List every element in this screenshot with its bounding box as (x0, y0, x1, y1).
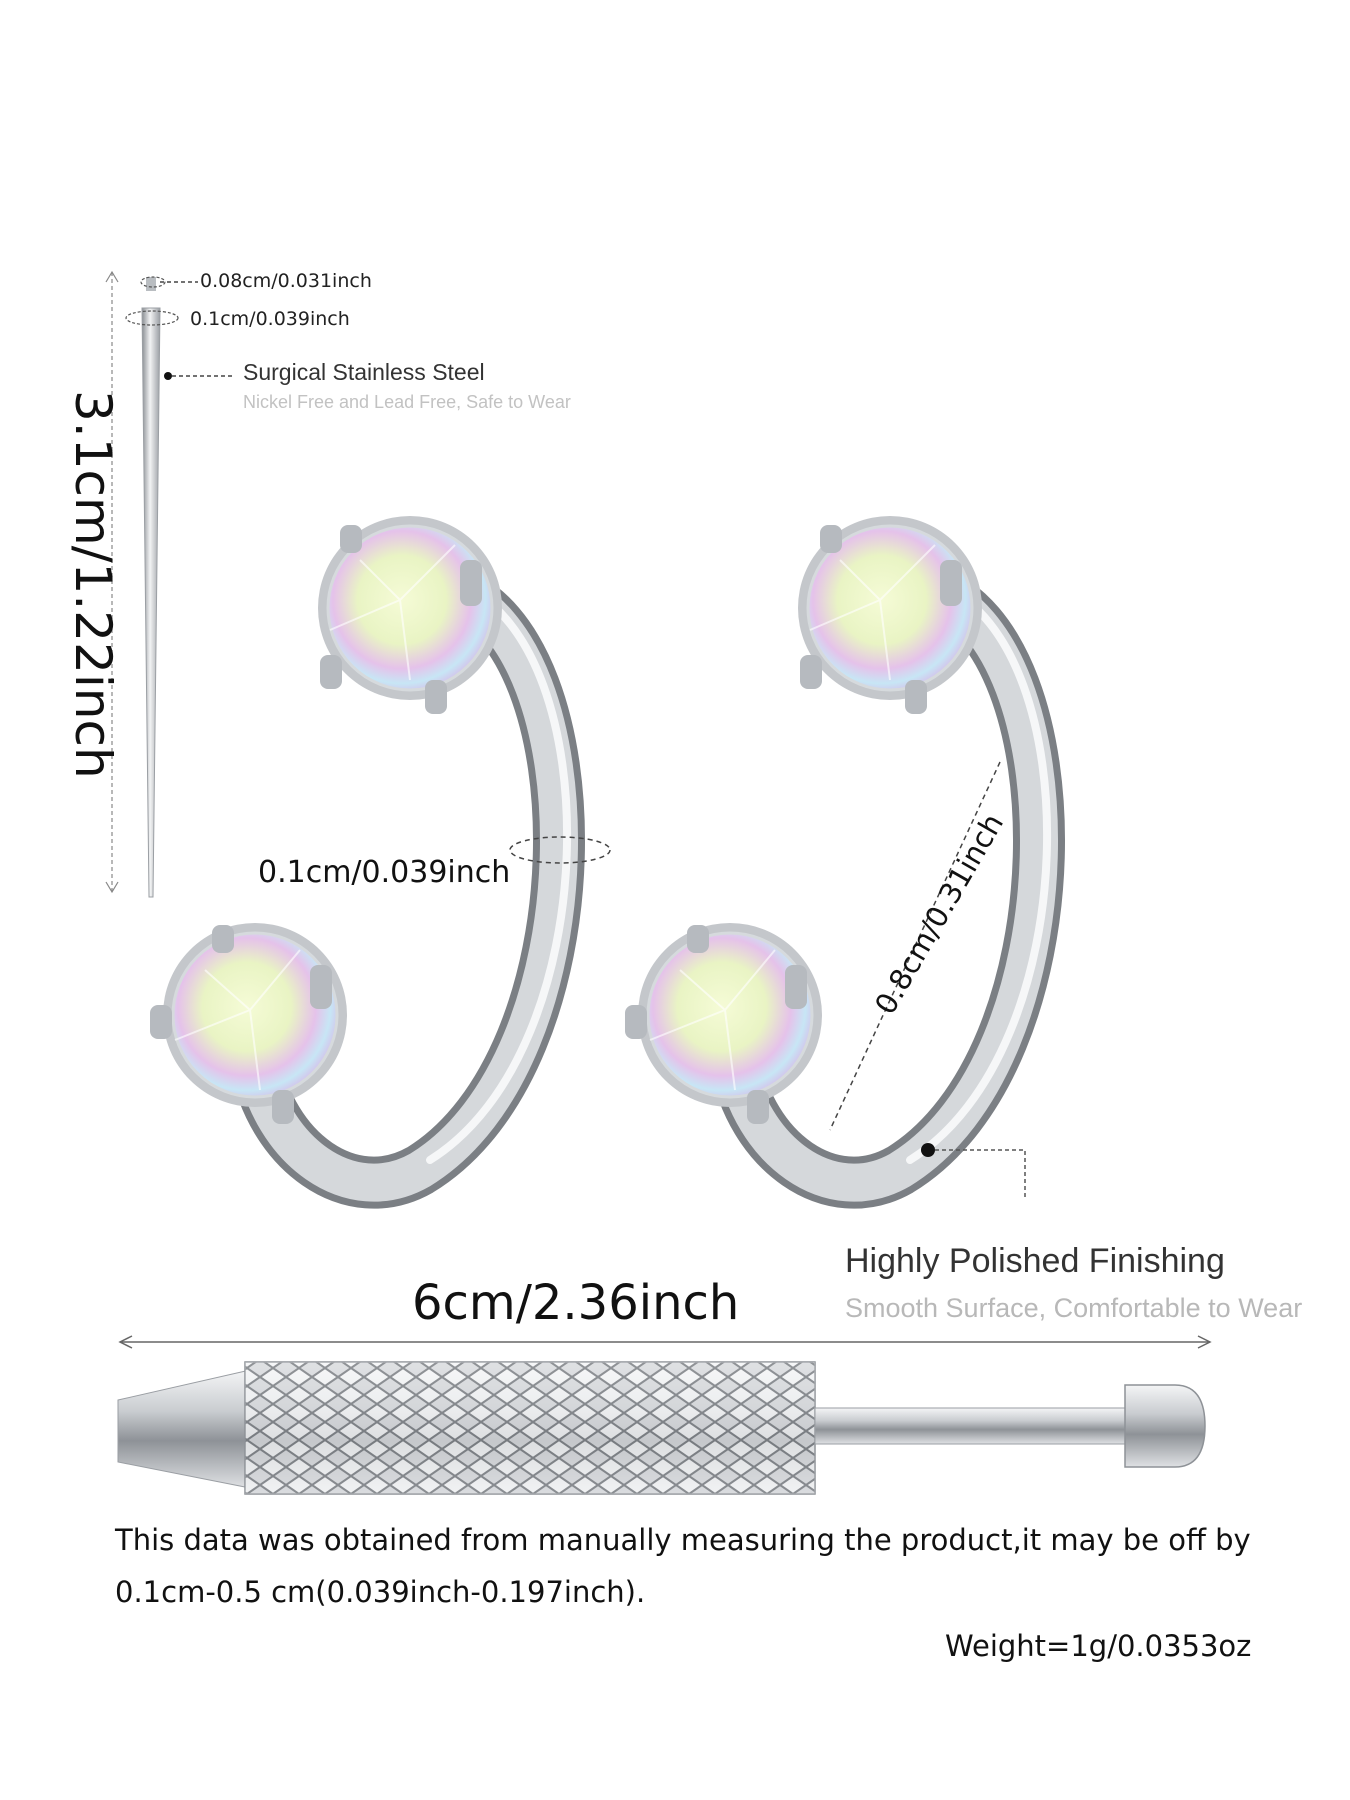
measurement-note-line1: This data was obtained from manually mea… (115, 1523, 1251, 1557)
polish-leader-line (935, 1149, 1026, 1200)
crystal-bottom-right (625, 923, 822, 1124)
needle-thread (146, 277, 156, 291)
steel-subtitle: Nickel Free and Lead Free, Safe to Wear (243, 392, 571, 412)
needle-gauge-label: 0.1cm/0.039inch (190, 308, 350, 330)
ring-diameter-line (829, 761, 1001, 1131)
measurement-note-line2: 0.1cm-0.5 cm(0.039inch-0.197inch). (115, 1575, 646, 1609)
tool-pin (814, 1407, 1136, 1445)
insertion-tool (117, 1361, 1206, 1495)
needle-length-dimension (105, 270, 119, 894)
tool-length-dimension (118, 1335, 1212, 1349)
finish-title: Highly Polished Finishing (845, 1242, 1225, 1280)
polish-marker-dot (921, 1143, 935, 1157)
ring-gauge-marker (509, 836, 611, 864)
horseshoe-ring-right (625, 516, 1065, 1209)
needle-shaft (141, 307, 161, 898)
crystal-top-left (318, 516, 502, 714)
taper-needle (125, 276, 232, 898)
needle-tip-label: 0.08cm/0.031inch (200, 270, 372, 292)
crystal-bottom-left (150, 923, 347, 1124)
finish-subtitle: Smooth Surface, Comfortable to Wear (845, 1293, 1303, 1323)
horseshoe-ring-left (150, 516, 611, 1209)
tool-tip (117, 1369, 251, 1489)
tool-length-label: 6cm/2.36inch (412, 1275, 740, 1331)
steel-title: Surgical Stainless Steel (243, 359, 485, 385)
ring-gauge-label: 0.1cm/0.039inch (258, 855, 511, 890)
crystal-top-right (798, 516, 982, 714)
needle-length-label: 3.1cm/1.22inch (64, 390, 122, 779)
weight-label: Weight=1g/0.0353oz (945, 1629, 1252, 1663)
needle-marker-dot (164, 372, 172, 380)
tool-cap (1124, 1384, 1206, 1468)
